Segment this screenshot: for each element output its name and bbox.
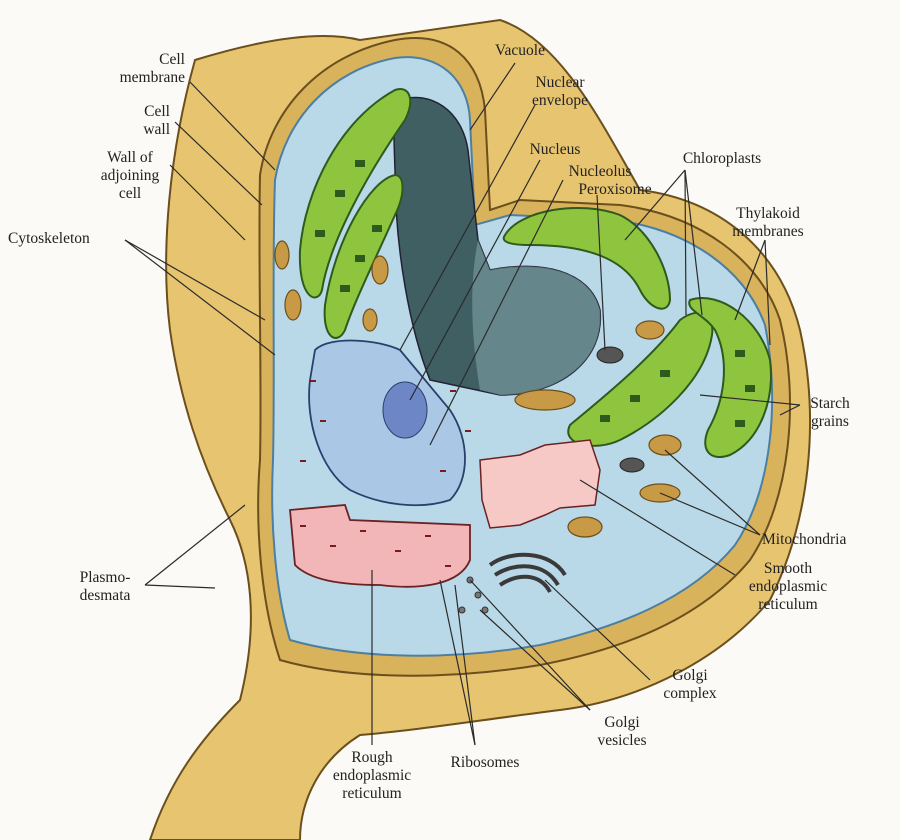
- leader-lines: [124, 62, 801, 746]
- chloroplast-left-1: [298, 88, 412, 299]
- label-nucleolus: Nucleolus: [569, 163, 632, 180]
- label-vacuole: Vacuole: [495, 42, 545, 59]
- peroxisome-shape: [596, 346, 624, 364]
- label-cytoskeleton: Cytoskeleton: [8, 230, 90, 247]
- vesicle-gray: [619, 457, 645, 473]
- label-plasmodesmata: Plasmo-desmata: [80, 569, 131, 604]
- smooth-er-shape: [479, 439, 601, 529]
- label-peroxisome: Peroxisome: [578, 181, 651, 198]
- vacuole-face: [472, 240, 601, 395]
- label-chloroplasts: Chloroplasts: [683, 150, 761, 167]
- label-nucleus: Nucleus: [530, 141, 581, 158]
- golgi-shape: [488, 552, 567, 594]
- nucleolus-shape: [382, 381, 428, 439]
- ribosome-dots: [300, 380, 471, 567]
- label-mitochondria: Mitochondria: [762, 531, 846, 548]
- label-ribosomes: Ribosomes: [451, 754, 520, 771]
- chloroplast-right-2: [688, 297, 772, 458]
- thylakoid-stacks: [315, 160, 755, 427]
- chloroplast-right-1: [567, 311, 714, 447]
- rough-er-shape: [289, 504, 471, 588]
